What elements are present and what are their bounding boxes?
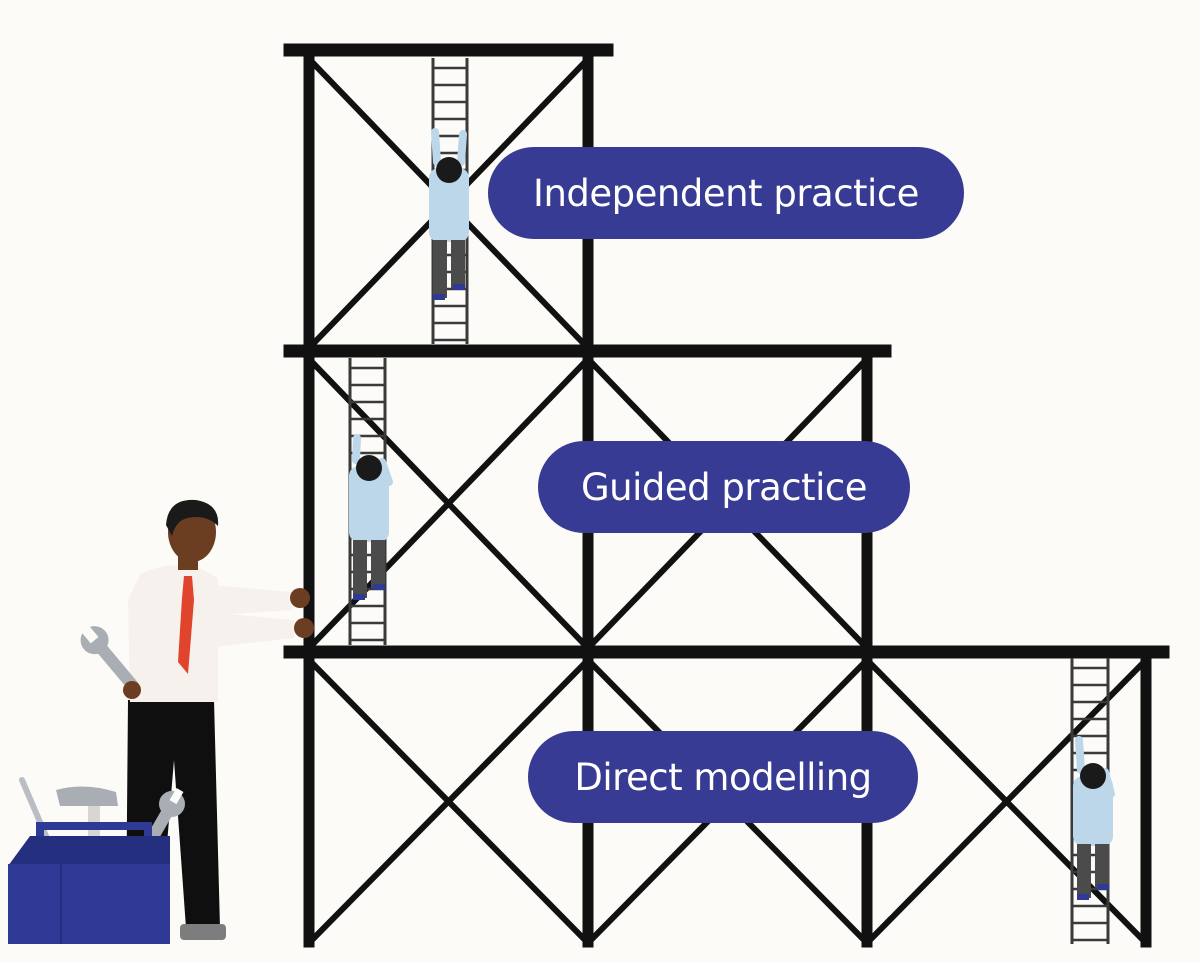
label-direct-modelling: Direct modelling <box>528 731 918 823</box>
label-text: Direct modelling <box>574 755 872 799</box>
label-independent-practice: Independent practice <box>488 147 964 239</box>
label-text: Guided practice <box>580 465 868 509</box>
climber-top <box>429 128 469 300</box>
toolbox <box>8 777 185 944</box>
cross-brace <box>307 658 590 945</box>
climber-middle <box>349 434 393 600</box>
label-guided-practice: Guided practice <box>538 441 910 533</box>
cross-brace <box>865 658 1148 945</box>
wrench-icon <box>80 624 139 692</box>
climber-bottom <box>1073 736 1115 900</box>
label-text: Independent practice <box>533 171 919 215</box>
